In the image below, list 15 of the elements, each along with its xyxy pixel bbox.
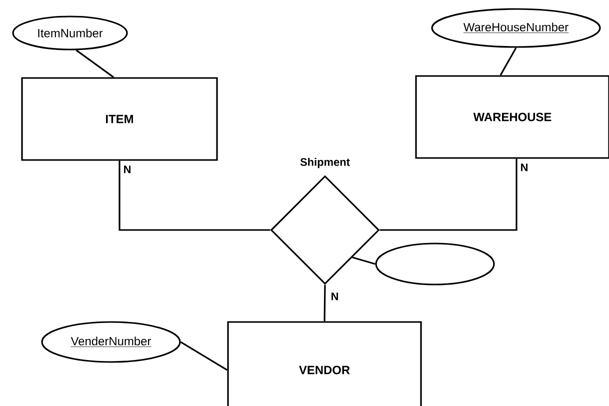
connector-line: [352, 256, 376, 265]
connector-line: [76, 50, 114, 78]
attribute-ellipse: [375, 242, 495, 286]
connector-line: [324, 284, 326, 322]
connector-line: [500, 47, 517, 76]
connector-line: [380, 158, 518, 231]
edge-label: N: [122, 164, 132, 174]
edge-label: N: [519, 162, 530, 172]
entity-box: ITEM: [21, 77, 218, 161]
edge-label: N: [330, 292, 340, 302]
connector-line: [118, 160, 270, 231]
connector-line: [180, 341, 228, 371]
entity-box: WAREHOUSE: [415, 75, 609, 159]
entity-box: VENDOR: [227, 321, 422, 406]
node-label: Shipment: [300, 158, 350, 168]
